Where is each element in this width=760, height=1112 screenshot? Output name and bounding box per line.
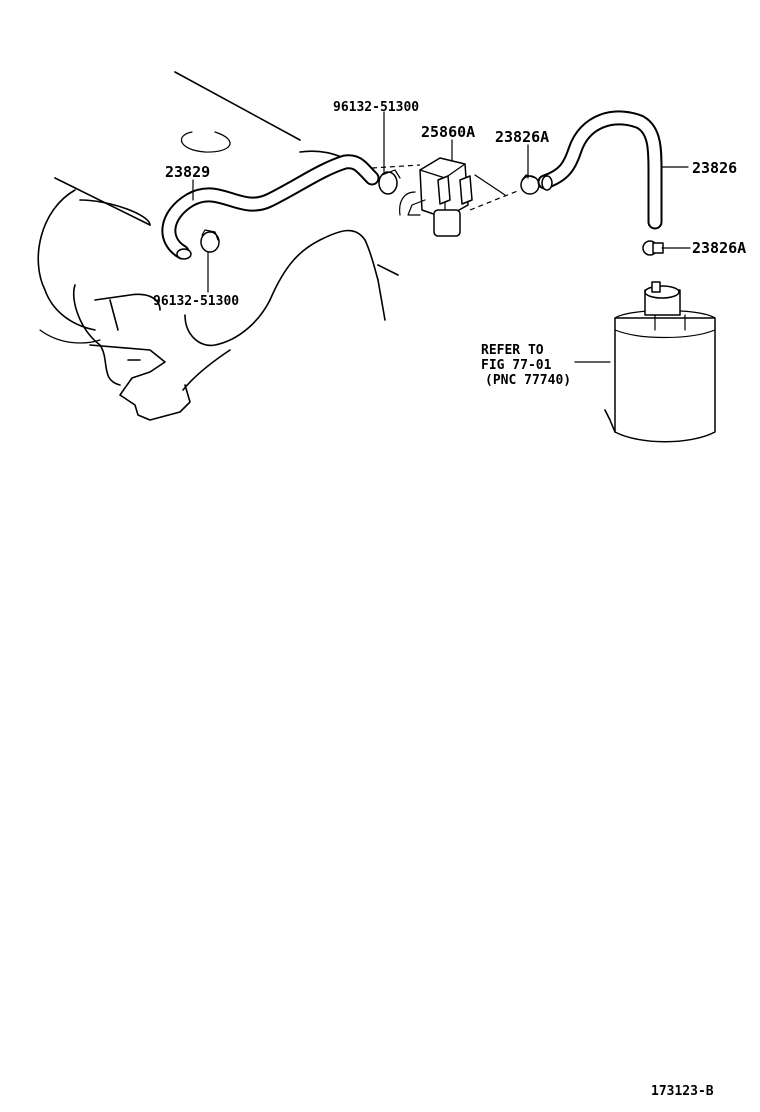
hose-routing-line [371,164,421,169]
leader-valve-clamp [474,174,506,196]
leader-lines [192,111,691,363]
label-clamp-96132-bottom: 96132-51300 [153,294,239,309]
clamp-96132-top [378,169,401,195]
refer-note-line1: REFER TO [481,343,544,358]
hose-23826 [537,110,663,230]
label-clamp-96132-top: 96132-51300 [333,100,419,115]
label-valve-25860A: 25860A [421,123,475,141]
label-hose-23829: 23829 [165,163,210,181]
label-clamp-23826A-right: 23826A [495,128,549,146]
charcoal-canister [604,281,716,443]
vsv-valve-25860A [399,157,473,237]
label-clamp-23826A-small: 23826A [692,239,746,257]
refer-note-line3: (PNC 77740) [485,373,571,388]
hose-23829 [161,154,380,260]
clamp-23826A-small [642,240,664,256]
engine-outline [37,71,399,421]
refer-note-line2: FIG 77-01 [481,358,552,373]
figure-code: 173123-B [651,1084,714,1099]
hose-routing-line-right [469,189,521,211]
clamp-23826A-right [520,174,540,195]
label-hose-23826: 23826 [692,159,737,177]
clamp-96132-bottom [200,229,220,253]
